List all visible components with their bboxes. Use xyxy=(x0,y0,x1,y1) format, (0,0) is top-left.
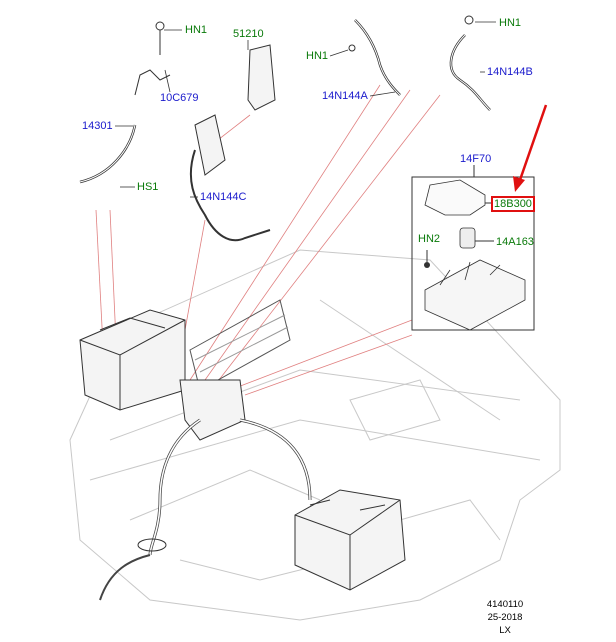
label-14a163[interactable]: 14A163 xyxy=(496,236,534,248)
label-14301[interactable]: 14301 xyxy=(82,120,113,132)
label-leaders xyxy=(115,21,496,198)
leader-lines xyxy=(95,84,441,396)
label-18b300-highlighted[interactable]: 18B300 xyxy=(491,196,535,212)
label-hn1-b[interactable]: HN1 xyxy=(306,50,329,62)
label-14n144b[interactable]: 14N144B xyxy=(487,66,533,78)
red-arrow xyxy=(513,104,548,192)
label-hs1[interactable]: HS1 xyxy=(137,181,159,193)
diagram-date: 25-2018 xyxy=(487,612,523,623)
diagram-number: 4140110 xyxy=(486,599,524,610)
components-drawing xyxy=(79,15,491,601)
diagram-model-code: LX xyxy=(499,625,511,636)
label-hn2[interactable]: HN2 xyxy=(418,233,441,245)
label-51210[interactable]: 51210 xyxy=(233,28,264,40)
inset-box xyxy=(411,165,535,331)
label-14n144a[interactable]: 14N144A xyxy=(322,90,368,102)
diagram-reference: 4140110 25-2018 LX xyxy=(480,598,530,637)
label-hn1-a[interactable]: HN1 xyxy=(185,24,208,36)
label-14f70[interactable]: 14F70 xyxy=(460,153,492,165)
label-14n144c[interactable]: 14N144C xyxy=(200,191,247,203)
label-10c679[interactable]: 10C679 xyxy=(160,92,199,104)
label-hn1-c[interactable]: HN1 xyxy=(499,17,522,29)
vehicle-floor-outline xyxy=(69,249,561,621)
